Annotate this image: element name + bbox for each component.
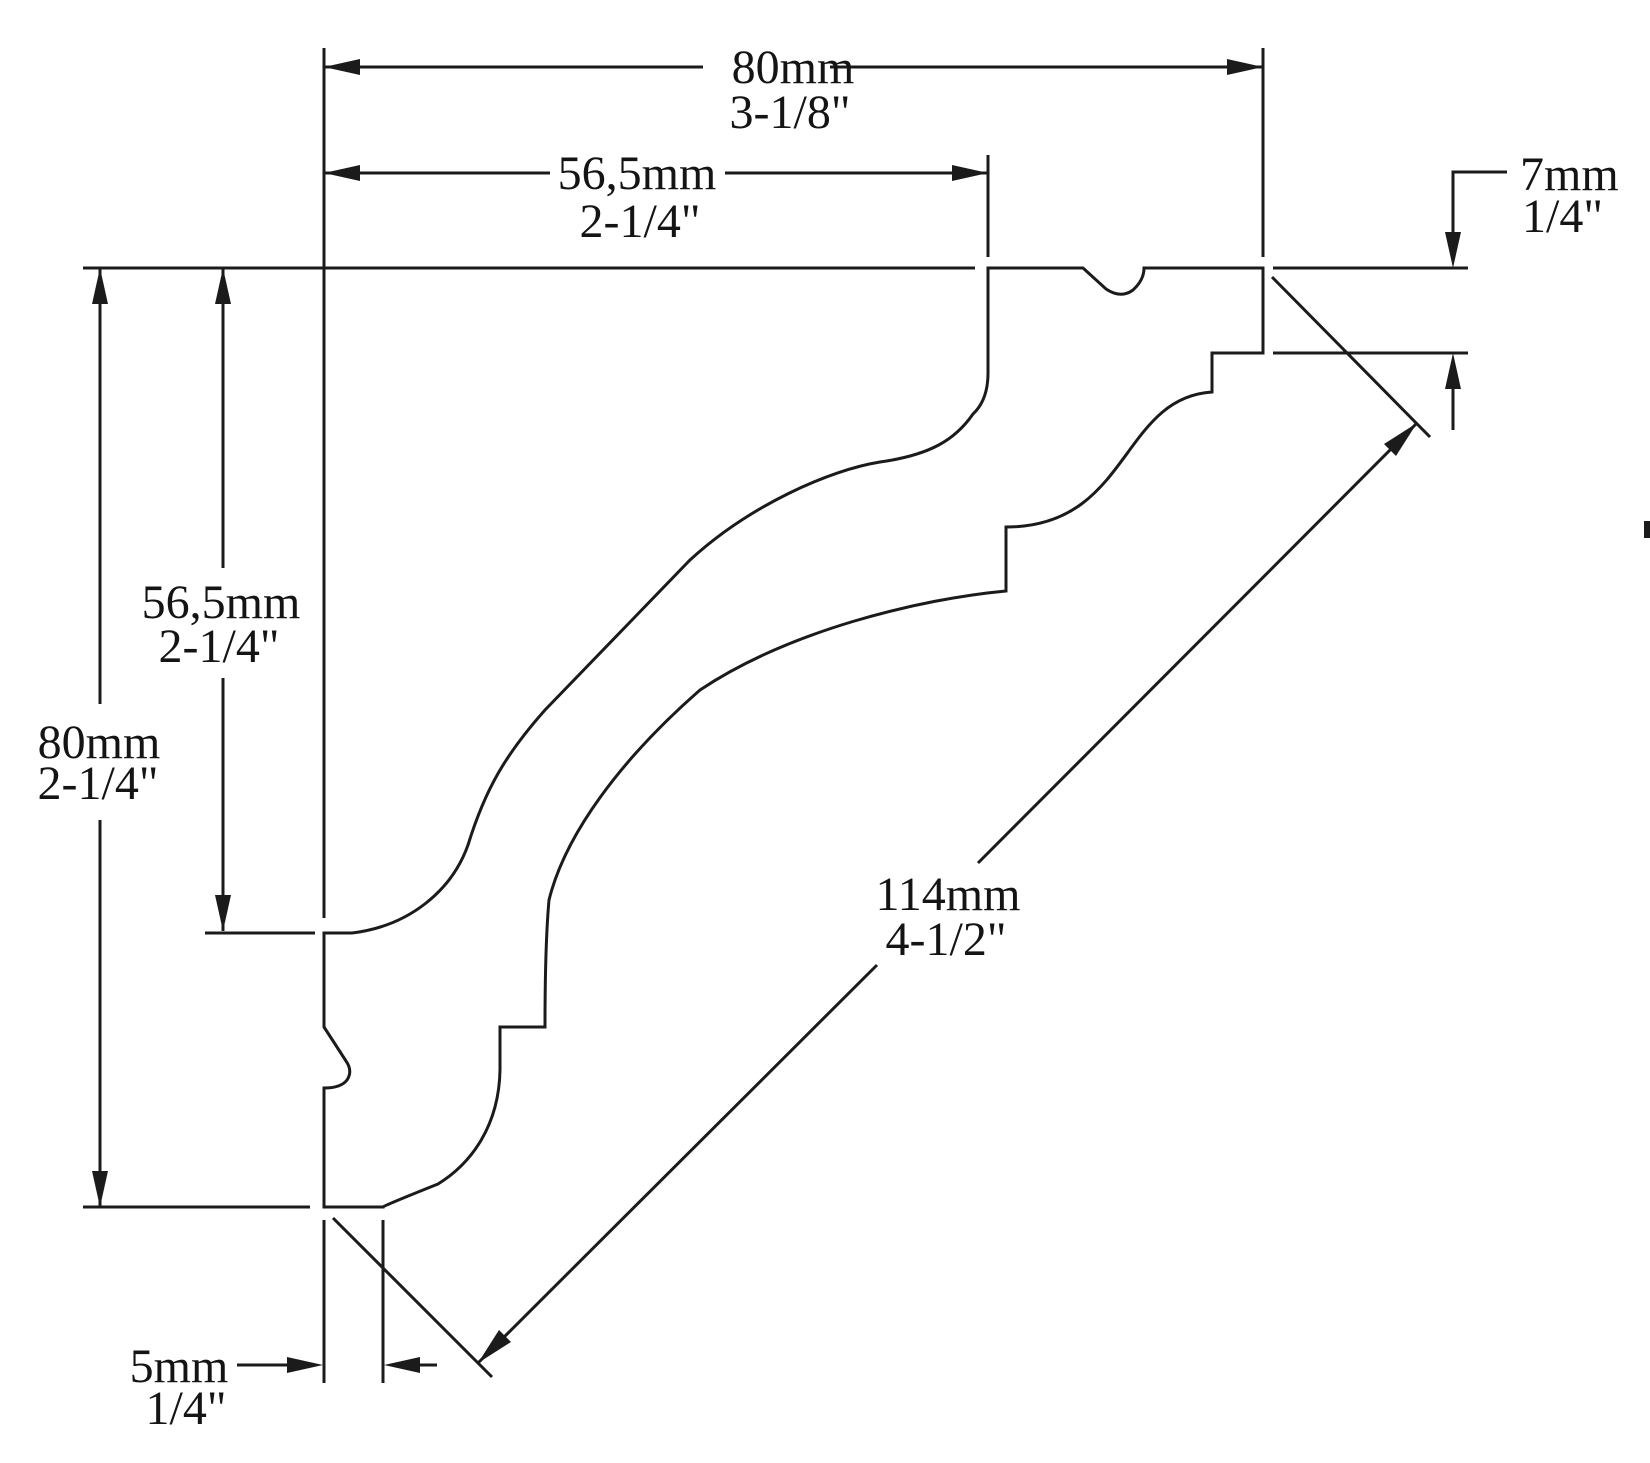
dim-leader-top-step (1451, 170, 1507, 430)
extension-diagonal (331, 275, 1432, 1379)
molding-profile-outline (322, 266, 1265, 1209)
arrowhead-inner-height-top (215, 268, 231, 304)
arrowhead-height-bottom (92, 1171, 108, 1207)
dim-label-face-diagonal-inch: 4-1/2" (886, 913, 1007, 966)
dim-label-top-step-inch: 1/4" (1522, 190, 1603, 243)
dim-label-inner-width-inch: 2-1/4" (580, 195, 701, 248)
dim-label-overall-height-inch: 2-1/4" (38, 757, 159, 810)
dim-label-bottom-thickness-mm: 5mm (130, 1340, 229, 1393)
arrowhead-step-up (1445, 353, 1461, 389)
dim-label-overall-height-mm: 80mm (38, 716, 161, 769)
dim-label-face-diagonal-mm: 114mm (876, 868, 1021, 921)
dim-label-inner-height-mm: 56,5mm (142, 576, 301, 629)
arrowhead-diagonal-upper (1384, 423, 1417, 456)
arrowhead-inner-width-right (952, 165, 988, 181)
arrowhead-width-right (1227, 59, 1263, 75)
dim-label-inner-width-mm: 56,5mm (558, 147, 717, 200)
arrowhead-bottom-left (384, 1357, 420, 1373)
arrowhead-width-left (324, 59, 360, 75)
dim-label-bottom-thickness-inch: 1/4" (146, 1382, 227, 1435)
dim-label-inner-height-inch: 2-1/4" (159, 620, 280, 673)
arrowhead-diagonal-lower (478, 1330, 511, 1363)
dim-label-overall-width-inch: 3-1/8" (730, 86, 851, 139)
dim-label-top-step-mm: 7mm (1520, 148, 1619, 201)
arrowhead-step-down (1445, 232, 1461, 268)
dim-line-face-diagonal (476, 421, 1419, 1365)
extension-bottom-5mm (322, 1220, 385, 1383)
arrowhead-inner-width-left (324, 165, 360, 181)
arrowhead-inner-height-bottom (215, 895, 231, 931)
arrowhead-height-top (92, 268, 108, 304)
arrowhead-bottom-right (287, 1357, 323, 1373)
dim-label-overall-width-mm: 80mm (732, 41, 855, 94)
